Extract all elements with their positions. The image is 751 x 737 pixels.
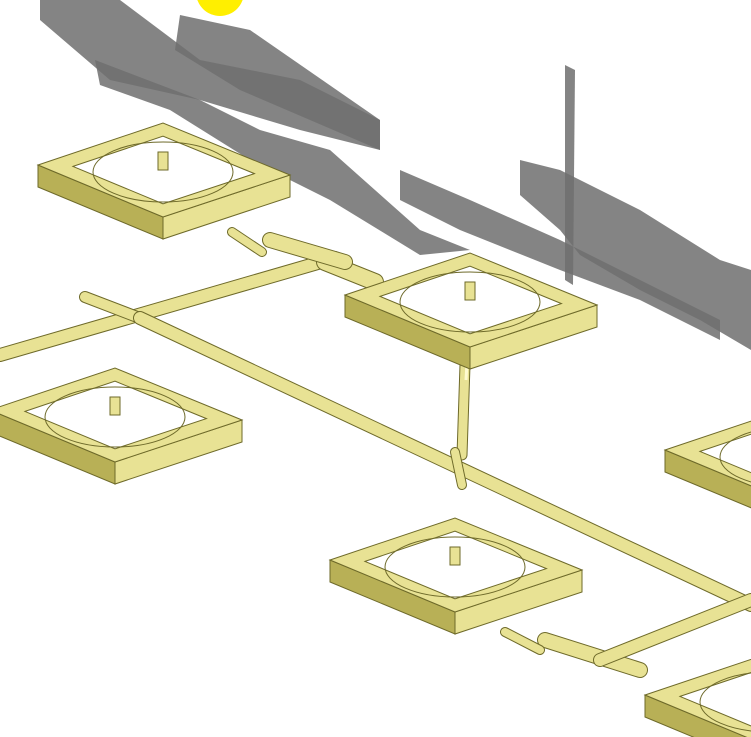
pipe <box>451 448 466 489</box>
pipe <box>501 628 544 654</box>
pipe <box>538 633 647 677</box>
frame-ring <box>699 672 751 732</box>
shadow-region <box>520 160 751 350</box>
frame-opening <box>678 672 751 727</box>
pipe <box>263 233 352 269</box>
square-parts <box>0 122 751 737</box>
frame-ring <box>399 271 541 333</box>
frame-post <box>157 151 169 171</box>
shadow-region <box>175 15 380 150</box>
frame-opening <box>698 433 751 474</box>
pipe <box>134 312 751 611</box>
part-3 <box>0 367 244 485</box>
runner-pipes <box>0 227 751 678</box>
frame-post <box>464 281 476 301</box>
frame-post <box>449 546 461 566</box>
pipe <box>0 252 341 361</box>
yellow-marker <box>197 0 243 16</box>
frame-post <box>109 396 121 416</box>
part-6 <box>643 658 751 737</box>
part-2 <box>343 252 599 370</box>
model-shadows <box>40 0 751 350</box>
frame-ring <box>92 141 234 203</box>
frame-ring <box>44 386 186 448</box>
shadow-region <box>565 65 575 285</box>
shadow-region <box>95 60 470 255</box>
part-4 <box>328 517 584 635</box>
pipe <box>594 594 751 666</box>
frame-ring <box>384 536 526 598</box>
pipe <box>228 228 266 256</box>
frame-ring <box>719 431 751 483</box>
shadow-region <box>400 170 720 340</box>
part-1 <box>36 122 292 240</box>
part-5 <box>663 420 751 509</box>
